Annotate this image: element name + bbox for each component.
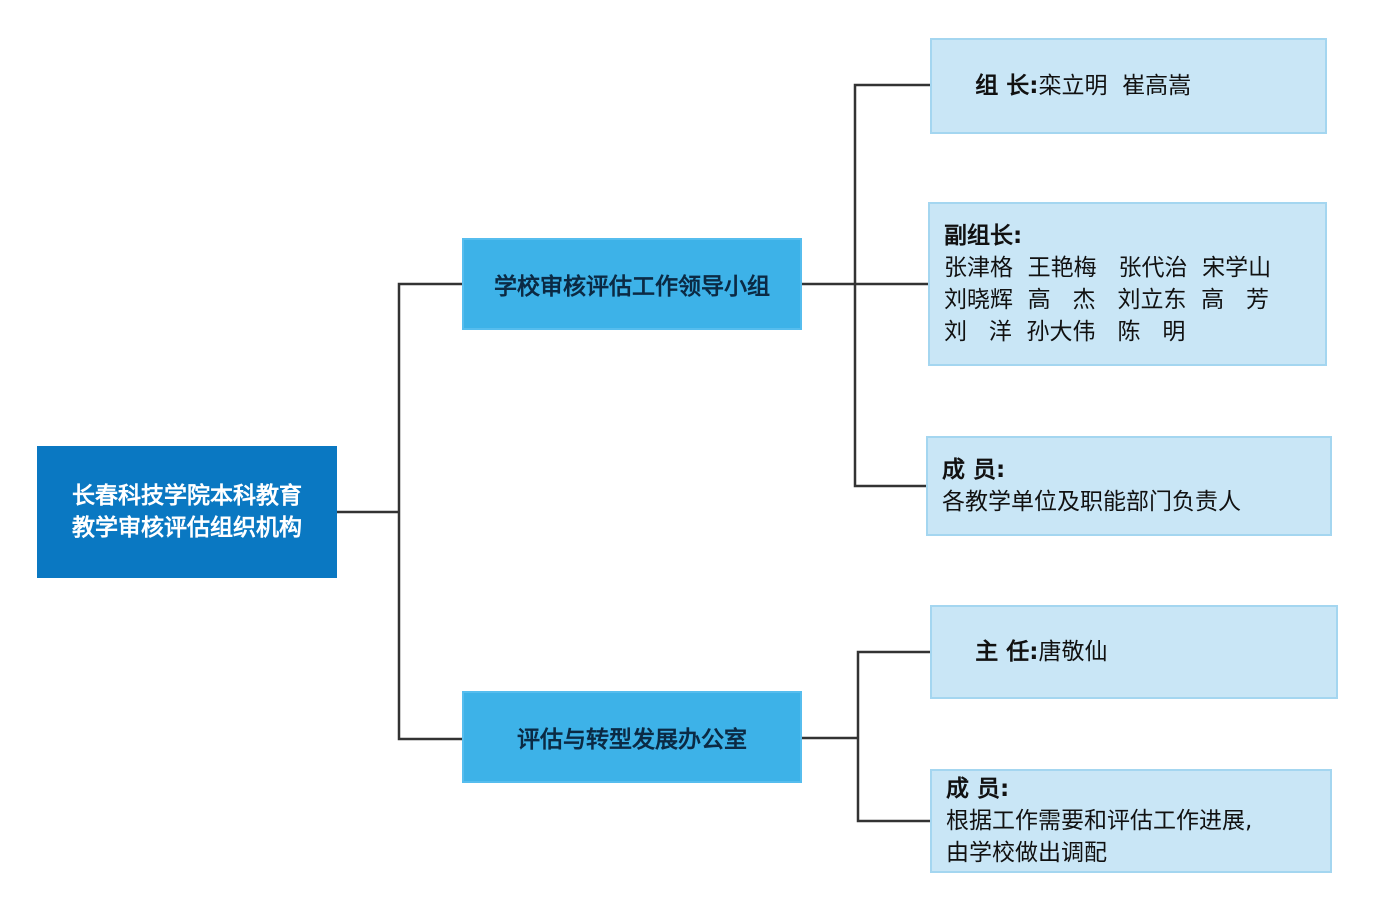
- leading-members-label: 成 员:: [942, 457, 1006, 483]
- root-title-line2: 教学审核评估组织机构: [72, 515, 302, 541]
- deputy-label: 副组长:: [944, 223, 1023, 249]
- director-names: 唐敬仙: [1038, 639, 1108, 665]
- deputy-row-1: 张津格 王艳梅 张代治 宋学山: [944, 255, 1272, 281]
- leading-members-node: 成 员: 各教学单位及职能部门负责人: [926, 436, 1332, 536]
- office-members-row-1: 根据工作需要和评估工作进展,: [946, 808, 1253, 834]
- deputy-node: 副组长: 张津格 王艳梅 张代治 宋学山 刘晓辉 高 杰 刘立东 高 芳 刘 洋…: [928, 202, 1327, 366]
- office-members-row-2: 由学校做出调配: [946, 840, 1107, 866]
- director-node: 主 任:唐敬仙: [930, 605, 1338, 699]
- root-title-line1: 长春科技学院本科教育: [72, 483, 302, 509]
- office-members-node: 成 员: 根据工作需要和评估工作进展, 由学校做出调配: [930, 769, 1332, 873]
- office-members-label: 成 员:: [946, 776, 1010, 802]
- leading-group-title: 学校审核评估工作领导小组: [494, 274, 770, 300]
- root-node: 长春科技学院本科教育 教学审核评估组织机构: [37, 446, 337, 578]
- leader-node: 组 长:栾立明 崔高嵩: [930, 38, 1327, 134]
- leader-label: 组 长:: [975, 73, 1039, 99]
- leading-members-text: 各教学单位及职能部门负责人: [942, 489, 1241, 515]
- office-title: 评估与转型发展办公室: [517, 727, 747, 753]
- director-label: 主 任:: [975, 639, 1039, 665]
- office-node: 评估与转型发展办公室: [462, 691, 802, 783]
- leading-group-node: 学校审核评估工作领导小组: [462, 238, 802, 330]
- deputy-row-3: 刘 洋 孙大伟 陈 明: [944, 319, 1186, 345]
- leader-names: 栾立明 崔高嵩: [1038, 73, 1192, 99]
- deputy-row-2: 刘晓辉 高 杰 刘立东 高 芳: [944, 287, 1270, 313]
